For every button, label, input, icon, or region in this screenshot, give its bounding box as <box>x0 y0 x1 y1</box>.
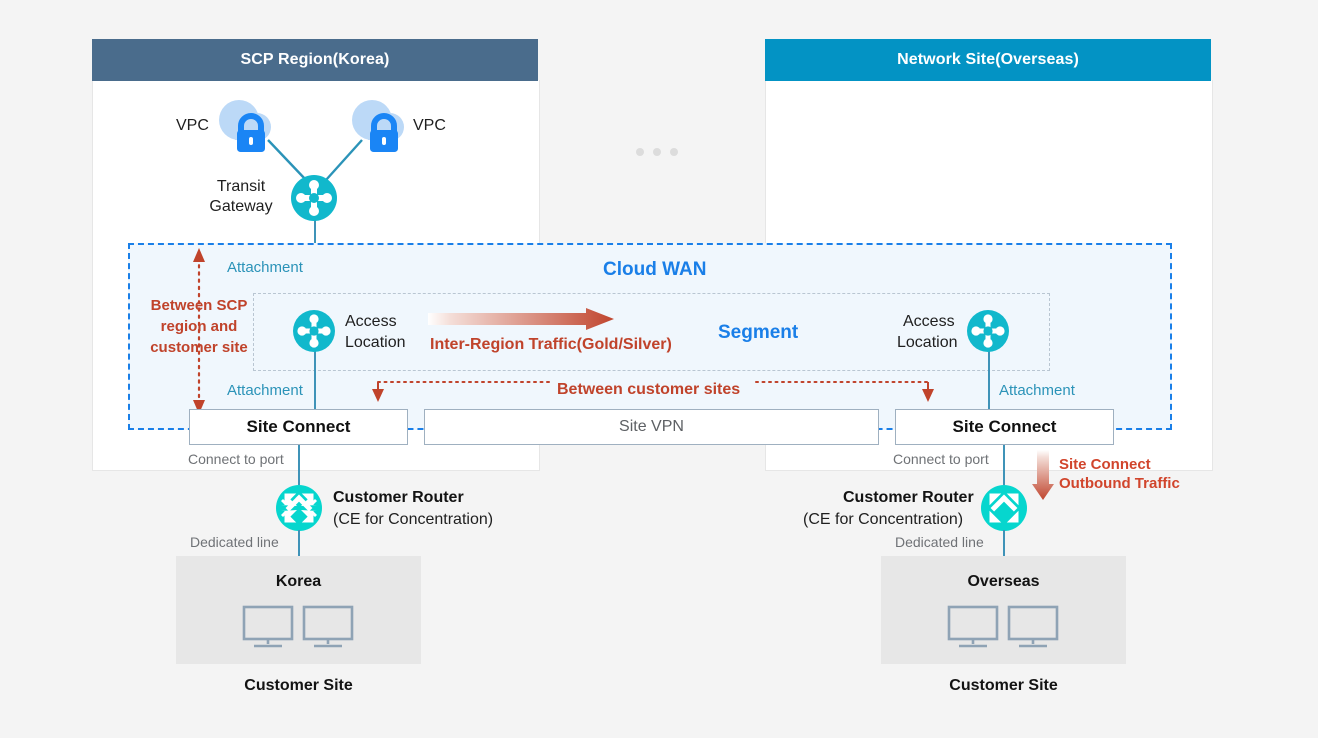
ellipsis-separator <box>636 148 678 156</box>
access-location-label-left-line1: Access <box>345 313 397 330</box>
site-connect-label-left: Site Connect <box>246 417 351 436</box>
site-connect-outbound-traffic-arrow <box>1032 450 1054 500</box>
segment-boundary <box>253 293 1050 371</box>
inter-region-traffic-arrow <box>428 308 614 330</box>
ellipsis-dot-1 <box>636 148 644 156</box>
inter-region-traffic-label: Inter-Region Traffic(Gold/Silver) <box>430 336 672 353</box>
customer-router-label-right-line2: (CE for Concentration) <box>803 511 964 528</box>
vpc-cloud-lock-icon-right <box>352 100 404 152</box>
transit-gateway-icon <box>291 175 337 221</box>
customer-router-icon-left <box>276 485 322 531</box>
customer-site-box-right <box>881 556 1126 664</box>
customer-site-caption-right: Customer Site <box>949 677 1058 694</box>
scp-region-header: SCP Region(Korea) <box>92 39 538 81</box>
ellipsis-dot-3 <box>670 148 678 156</box>
dedicated-line-label-right: Dedicated line <box>895 534 984 550</box>
customer-router-label-right-line1: Customer Router <box>843 489 974 506</box>
between-scp-label-line3: customer site <box>150 339 248 356</box>
segment-label: Segment <box>718 322 799 343</box>
site-vpn-label: Site VPN <box>619 418 684 435</box>
connect-to-port-label-right: Connect to port <box>893 451 989 467</box>
cloud-wan-title: Cloud WAN <box>603 259 707 280</box>
connect-to-port-label-left: Connect to port <box>188 451 284 467</box>
monitor-icons-right <box>947 605 1059 648</box>
vpc-cloud-lock-icon-left <box>219 100 271 152</box>
access-location-label-right-line2: Location <box>897 334 958 351</box>
site-vpn-box[interactable]: Site VPN <box>424 409 879 445</box>
customer-router-icon-right <box>981 485 1027 531</box>
outbound-traffic-label-line2: Outbound Traffic <box>1059 475 1180 492</box>
monitor-icons-left <box>242 605 354 648</box>
outbound-traffic-label-line1: Site Connect <box>1059 456 1151 473</box>
access-location-to-site-connect-line-left <box>314 330 316 412</box>
access-location-label-right-line1: Access <box>903 313 955 330</box>
transit-gateway-label-line1: Transit <box>216 178 266 195</box>
between-scp-label-line2: region and <box>160 318 238 335</box>
vpc-label-left: VPC <box>176 117 209 134</box>
dedicated-line-label-left: Dedicated line <box>190 534 279 550</box>
attachment-label-top-left: Attachment <box>227 259 303 276</box>
connect-to-port-line-left <box>298 445 300 485</box>
access-location-icon-left <box>293 310 335 352</box>
between-scp-label-line1: Between SCP <box>150 297 248 314</box>
access-location-to-site-connect-line-right <box>988 330 990 412</box>
customer-router-label-left-line2: (CE for Concentration) <box>333 511 494 528</box>
access-location-icon-right <box>967 310 1009 352</box>
customer-site-name-right: Overseas <box>967 573 1040 590</box>
customer-site-name-left: Korea <box>275 573 322 590</box>
between-customer-sites-label: Between customer sites <box>557 381 741 398</box>
connect-to-port-line-right <box>1003 445 1005 485</box>
customer-site-caption-left: Customer Site <box>244 677 353 694</box>
dedicated-line-right <box>1003 530 1005 562</box>
dedicated-line-left <box>298 530 300 562</box>
attachment-label-bottom-left: Attachment <box>227 382 303 399</box>
network-site-title: Network Site(Overseas) <box>897 51 1079 68</box>
customer-router-label-left-line1: Customer Router <box>333 489 464 506</box>
transit-gateway-label-line2: Gateway <box>209 198 273 215</box>
customer-site-box-left <box>176 556 421 664</box>
access-location-label-left-line2: Location <box>345 334 406 351</box>
site-connect-box-left[interactable]: Site Connect <box>189 409 408 445</box>
site-connect-box-right[interactable]: Site Connect <box>895 409 1114 445</box>
vpc-label-right: VPC <box>413 117 446 134</box>
attachment-label-right: Attachment <box>999 382 1075 399</box>
site-connect-label-right: Site Connect <box>952 417 1057 436</box>
network-site-header: Network Site(Overseas) <box>765 39 1211 81</box>
ellipsis-dot-2 <box>653 148 661 156</box>
scp-region-title: SCP Region(Korea) <box>240 51 390 68</box>
